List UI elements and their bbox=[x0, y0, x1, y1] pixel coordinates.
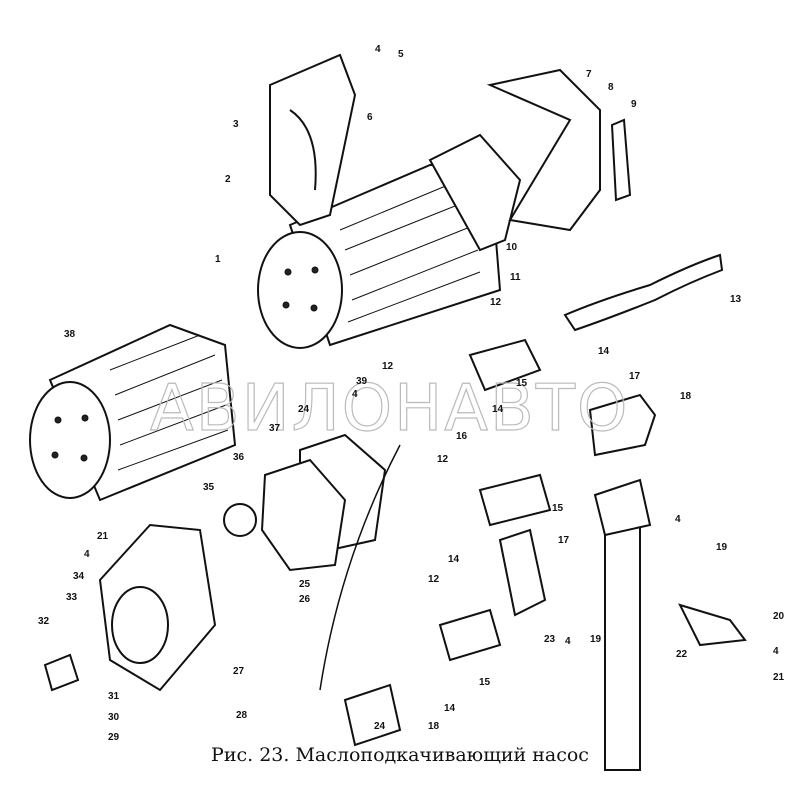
callout-4: 4 bbox=[375, 44, 381, 55]
callout-12: 12 bbox=[428, 574, 440, 585]
callout-11: 11 bbox=[510, 272, 521, 283]
pipe-22 bbox=[604, 499, 641, 771]
leader-line bbox=[319, 444, 401, 691]
callout-4: 4 bbox=[352, 389, 358, 400]
callout-12: 12 bbox=[437, 454, 449, 465]
callout-25: 25 bbox=[299, 579, 311, 590]
bracket-20 bbox=[678, 603, 747, 647]
callout-12: 12 bbox=[382, 361, 394, 372]
callout-17: 17 bbox=[558, 535, 570, 546]
hose-15-lower bbox=[438, 608, 502, 662]
callout-4: 4 bbox=[773, 646, 779, 657]
callout-18: 18 bbox=[680, 391, 692, 402]
hose-15-upper bbox=[468, 338, 542, 392]
fitting-18 bbox=[588, 393, 657, 457]
flange-17 bbox=[593, 478, 652, 537]
bolt-9 bbox=[610, 118, 632, 202]
gasket-36 bbox=[260, 458, 347, 572]
callout-3: 3 bbox=[233, 119, 239, 130]
callout-10: 10 bbox=[506, 242, 518, 253]
callout-16: 16 bbox=[456, 431, 468, 442]
callout-38: 38 bbox=[64, 329, 76, 340]
mounting-bracket-3 bbox=[269, 53, 357, 227]
watermark: АВИЛОНАВТО bbox=[150, 372, 629, 446]
callout-24: 24 bbox=[298, 404, 310, 415]
hose-13 bbox=[563, 253, 724, 332]
callout-9: 9 bbox=[631, 99, 637, 110]
nut-32 bbox=[43, 653, 80, 692]
callout-22: 22 bbox=[676, 649, 688, 660]
callout-4: 4 bbox=[565, 636, 571, 647]
callout-36: 36 bbox=[233, 452, 245, 463]
electric-motor-38 bbox=[29, 323, 237, 502]
callout-4: 4 bbox=[675, 514, 681, 525]
callout-8: 8 bbox=[608, 82, 614, 93]
callout-6: 6 bbox=[367, 112, 373, 123]
fitting-24-lower bbox=[343, 683, 402, 747]
callout-37: 37 bbox=[269, 423, 281, 434]
callout-15: 15 bbox=[516, 378, 528, 389]
callout-14: 14 bbox=[598, 346, 610, 357]
callout-39: 39 bbox=[356, 376, 368, 387]
callout-17: 17 bbox=[629, 371, 641, 382]
callout-35: 35 bbox=[203, 482, 215, 493]
callout-14: 14 bbox=[444, 703, 456, 714]
electric-motor-1 bbox=[257, 133, 522, 349]
callout-34: 34 bbox=[73, 571, 85, 582]
callout-18: 18 bbox=[428, 721, 440, 732]
callout-21: 21 bbox=[773, 672, 785, 683]
callout-23: 23 bbox=[544, 634, 556, 645]
elbow-23 bbox=[498, 528, 547, 617]
pump-housing-34 bbox=[98, 523, 217, 692]
callout-26: 26 bbox=[299, 594, 311, 605]
callout-13: 13 bbox=[730, 294, 742, 305]
callout-24: 24 bbox=[374, 721, 386, 732]
callout-15: 15 bbox=[552, 503, 564, 514]
callout-14: 14 bbox=[448, 554, 460, 565]
callout-29: 29 bbox=[108, 732, 120, 743]
figure-caption: Рис. 23. Маслоподкачивающий насос bbox=[211, 744, 589, 766]
hose-15-middle bbox=[478, 473, 552, 527]
clamp-strap-7 bbox=[486, 68, 601, 232]
callout-28: 28 bbox=[236, 710, 248, 721]
callout-19: 19 bbox=[716, 542, 728, 553]
callout-33: 33 bbox=[66, 592, 78, 603]
callout-31: 31 bbox=[108, 691, 120, 702]
callout-20: 20 bbox=[773, 611, 785, 622]
callout-2: 2 bbox=[225, 174, 231, 185]
callout-1: 1 bbox=[215, 254, 221, 265]
callout-19: 19 bbox=[590, 634, 602, 645]
gear-35 bbox=[223, 503, 257, 537]
callout-14: 14 bbox=[492, 404, 504, 415]
callout-30: 30 bbox=[108, 712, 120, 723]
callout-5: 5 bbox=[398, 49, 404, 60]
callout-12: 12 bbox=[490, 297, 502, 308]
callout-27: 27 bbox=[233, 666, 245, 677]
callout-7: 7 bbox=[586, 69, 592, 80]
callout-32: 32 bbox=[38, 616, 50, 627]
callout-4: 4 bbox=[84, 549, 90, 560]
callout-15: 15 bbox=[479, 677, 491, 688]
callout-21: 21 bbox=[97, 531, 109, 542]
